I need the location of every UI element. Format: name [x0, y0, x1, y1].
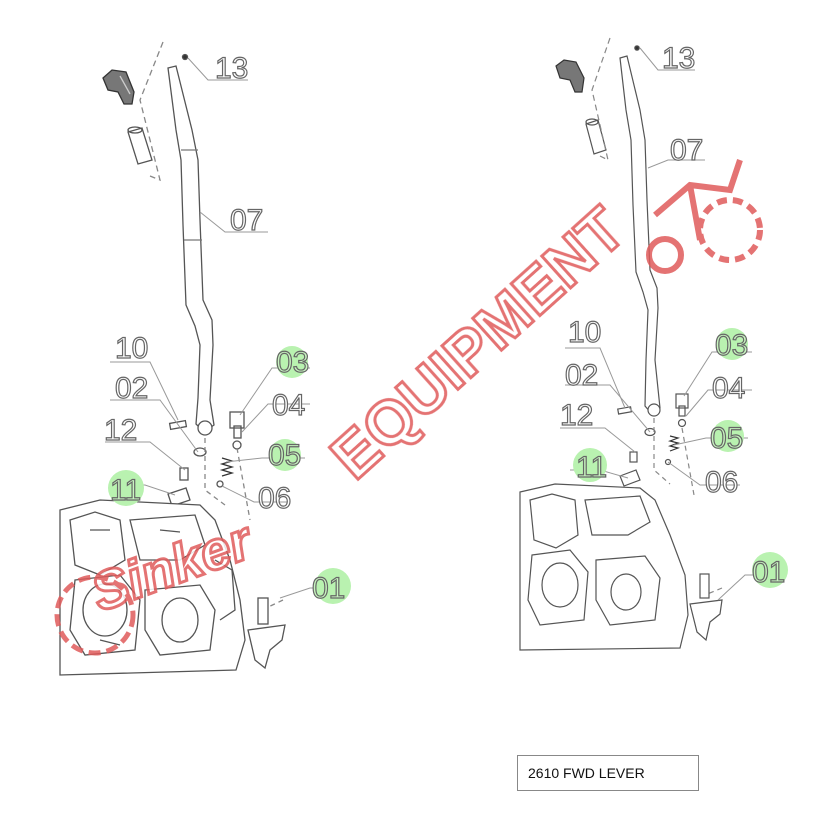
right-assembly — [519, 37, 723, 651]
callout-02: 02 — [115, 372, 148, 405]
right-lever-knob — [555, 59, 585, 93]
callout-04: 04 — [272, 389, 305, 422]
left-sleeve — [127, 126, 153, 165]
callout-01: 01 — [752, 556, 785, 589]
callout-03: 03 — [276, 346, 309, 379]
left-callouts: 13 07 10 02 12 11 03 04 05 06 01 — [103, 51, 351, 606]
left-lever-07 — [167, 65, 215, 433]
callout-05: 05 — [710, 422, 743, 455]
right-sleeve — [585, 118, 607, 155]
callout-12: 12 — [104, 414, 137, 447]
callout-01: 01 — [312, 572, 345, 605]
callout-03: 03 — [715, 329, 748, 362]
left-assembly — [59, 41, 286, 676]
left-housing — [59, 499, 286, 676]
left-lever-knob — [102, 69, 135, 105]
callout-06: 06 — [705, 466, 738, 499]
callout-07: 07 — [230, 204, 263, 237]
callout-02: 02 — [565, 359, 598, 392]
tractor-icon — [646, 159, 763, 274]
callout-11: 11 — [110, 474, 141, 507]
callout-12: 12 — [560, 399, 593, 432]
left-leader-dashed — [139, 41, 164, 182]
callout-04: 04 — [712, 372, 745, 405]
callout-10: 10 — [568, 316, 601, 349]
right-housing — [519, 483, 723, 651]
diagram-title: 2610 FWD LEVER — [528, 765, 645, 781]
callout-11: 11 — [576, 451, 607, 484]
right-callouts: 13 07 10 02 12 11 03 04 05 06 01 — [559, 41, 788, 601]
callout-13: 13 — [662, 42, 695, 75]
diagram-title-box: 2610 FWD LEVER — [517, 755, 699, 791]
callout-07: 07 — [670, 134, 703, 167]
gear-icon — [54, 574, 136, 656]
callout-05: 05 — [268, 439, 301, 472]
callout-06: 06 — [258, 482, 291, 515]
callout-13: 13 — [215, 52, 248, 85]
callout-10: 10 — [115, 332, 148, 365]
